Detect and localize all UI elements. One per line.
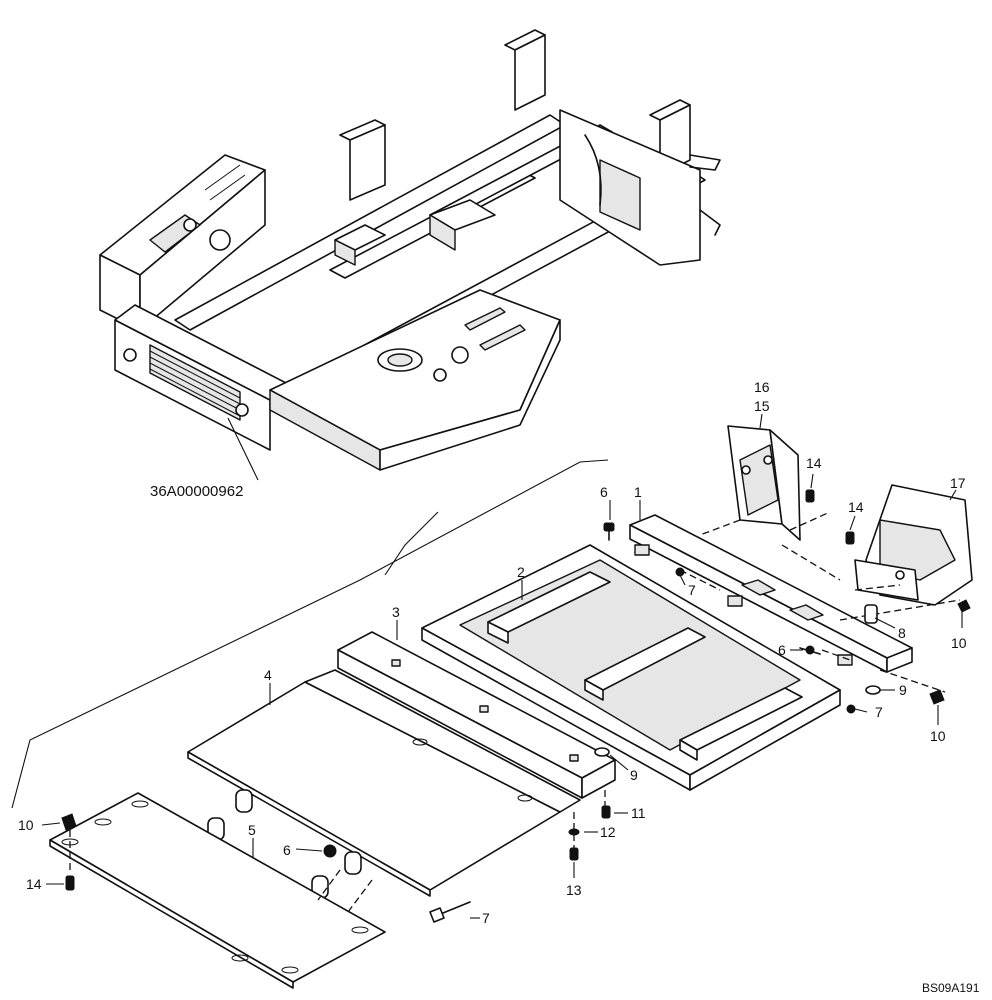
callout-14c: 14 — [26, 876, 42, 892]
explode-guide-line — [11, 459, 609, 809]
callout-17: 17 — [950, 475, 966, 491]
callout-16: 16 — [754, 379, 770, 395]
callout-4: 4 — [264, 667, 272, 683]
callout-14b: 14 — [848, 499, 864, 515]
callout-10a: 10 — [951, 635, 967, 651]
callout-15: 15 — [754, 398, 770, 414]
callout-1: 1 — [634, 484, 642, 500]
explode-guide-line-2 — [384, 511, 439, 576]
reference-leader — [227, 417, 259, 481]
callout-11: 11 — [631, 805, 646, 821]
callout-10c: 10 — [18, 817, 34, 833]
callout-2: 2 — [517, 564, 525, 580]
drawing-code: BS09A191 — [922, 981, 980, 995]
grille — [149, 350, 241, 417]
part-4-cover-plate — [187, 669, 581, 899]
part-2-support-frame — [421, 544, 841, 791]
callout-7b: 7 — [875, 704, 883, 720]
part-1-mounting-bar — [629, 514, 913, 673]
assembly-reference-label: 36A00000962 — [150, 483, 243, 500]
callout-7c: 7 — [482, 910, 490, 926]
callout-8: 8 — [898, 625, 906, 641]
callout-5: 5 — [248, 822, 256, 838]
part-5-bottom-plate — [49, 792, 386, 989]
callout-6a: 6 — [600, 484, 608, 500]
explode-lines — [69, 511, 961, 913]
callout-7a: 7 — [688, 582, 696, 598]
callout-10b: 10 — [930, 728, 946, 744]
fasteners — [61, 489, 971, 923]
callout-6b: 6 — [778, 642, 786, 658]
callout-9a: 9 — [899, 682, 907, 698]
callout-13: 13 — [566, 882, 582, 898]
part-15-16-bracket — [727, 425, 801, 541]
callout-leaders — [41, 413, 963, 919]
part-3-rail — [337, 631, 616, 799]
callout-9b: 9 — [630, 767, 638, 783]
callout-6c: 6 — [283, 842, 291, 858]
callout-3: 3 — [392, 604, 400, 620]
callout-12: 12 — [600, 824, 616, 840]
part-17-bracket — [854, 484, 973, 606]
machine-frame-assembly — [99, 29, 721, 471]
callout-numbers: 1 2 3 4 5 6 6 6 7 7 7 8 9 9 10 10 10 11 … — [18, 379, 967, 926]
callout-14a: 14 — [806, 455, 822, 471]
